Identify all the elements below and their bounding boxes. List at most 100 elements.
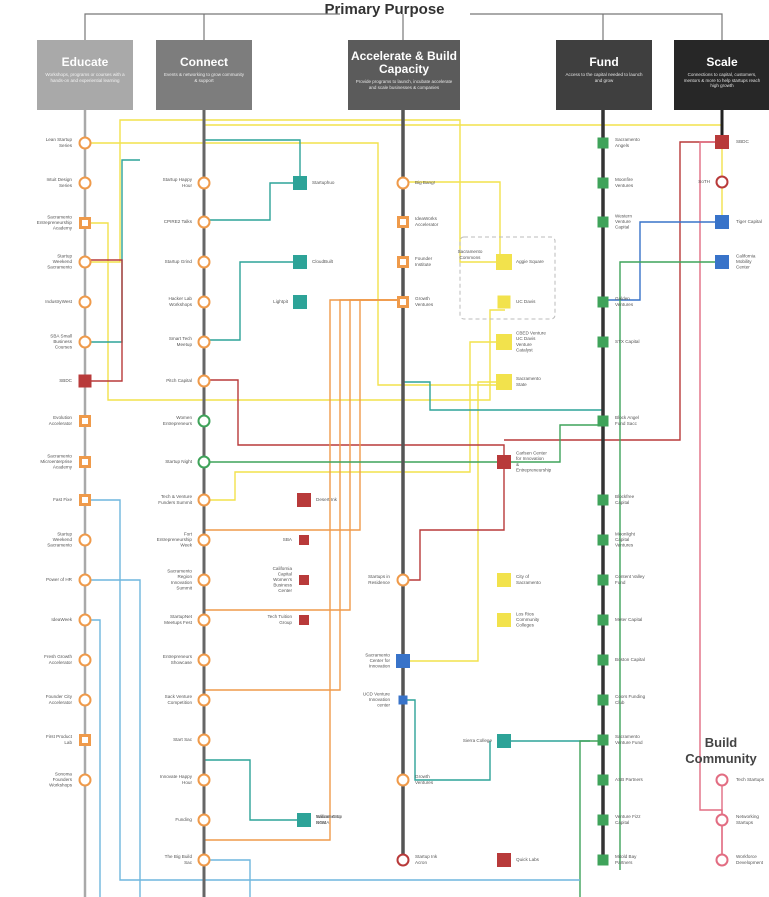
accelerate-branch-station [497,295,511,309]
connect-branch-station [293,295,307,309]
line-yellow-1 [85,142,500,386]
accelerate-station [396,773,410,787]
accelerate-station [396,853,410,867]
connect-branch-label: Lightpit [273,299,289,304]
fund-station-label: STX Capital [615,339,640,344]
connect-station [197,533,211,547]
accelerate-branch-station [496,334,512,350]
educate-station [78,693,92,707]
fund-station [597,654,609,666]
accelerate-station [396,654,410,668]
educate-station-center [82,497,88,503]
legend-station [715,813,729,827]
connect-station [197,215,211,229]
educate-station-center [82,459,88,465]
educate-station-label: Fast Fixe [53,497,72,502]
connect-branch-station [293,255,307,269]
accelerate-branch-label: UC Davis [516,299,536,304]
line-lightblue-4 [203,800,251,897]
header-scale: Scale Connections to capital, customers,… [674,40,769,110]
line-green-1 [619,261,722,870]
connect-station [197,573,211,587]
fund-station [597,814,609,826]
line-yellow-2 [85,222,505,401]
accelerate-station-label: Big Bang! [415,180,435,185]
line-teal-5 [204,759,300,821]
header-connect: Connect Events & networking to grow comm… [156,40,252,110]
connect-station [197,613,211,627]
educate-station-label: IdeaWeek [51,617,72,622]
connect-branch-label: CloudBuilt [312,259,334,264]
accelerate-branch-station [497,573,511,587]
accelerate-branch-station [497,734,511,748]
line-teal-6 [85,159,140,343]
connect-station-label: Startup Grind [165,259,193,264]
accelerate-branch-label: SBA [283,537,293,542]
header-fund-subtitle: Access to the capital needed to launch a… [565,72,643,83]
accelerate-station [396,176,410,190]
header-accelerate-subtitle: Provide programs to launch, incubate acc… [355,79,453,90]
header-accelerate: Accelerate & Build Capacity Provide prog… [348,40,460,110]
line-teal-3 [203,139,301,183]
accelerate-station [396,573,410,587]
accelerate-station [398,695,408,705]
fund-station [597,177,609,189]
fund-station [597,694,609,706]
line-red-2 [504,141,722,441]
scale-station [715,215,729,229]
header-educate-subtitle: Workshops, programs or courses with a ha… [45,72,125,83]
bracket-line [84,13,723,40]
accelerate-branch-station [299,575,309,585]
line-green-2 [204,424,603,463]
connect-station [197,455,211,469]
connect-station-label: Pitch Capital [166,378,192,383]
legend-station [715,773,729,787]
fund-station [597,574,609,586]
line-orange-1 [204,299,403,841]
fund-station [597,336,609,348]
header-accelerate-title: Accelerate & Build Capacity [350,49,458,76]
accelerate-branch-station [297,813,311,827]
scale-station-label: SBDC [736,139,749,144]
accelerate-branch-station [496,254,512,270]
fund-station [597,534,609,546]
connect-station [197,813,211,827]
scale-station [715,135,729,149]
accelerate-branch-station [497,455,511,469]
legend-title: Build Community [685,735,757,766]
connect-station-label: Start Sac [173,737,193,742]
page-title: Primary Purpose [324,1,445,18]
connect-station-label: Startup Night [165,459,193,464]
stations [78,135,729,867]
connect-station-label: CPIRE2 Talks [164,219,193,224]
line-green-3 [579,740,603,897]
connect-station [197,773,211,787]
educate-station [78,533,92,547]
